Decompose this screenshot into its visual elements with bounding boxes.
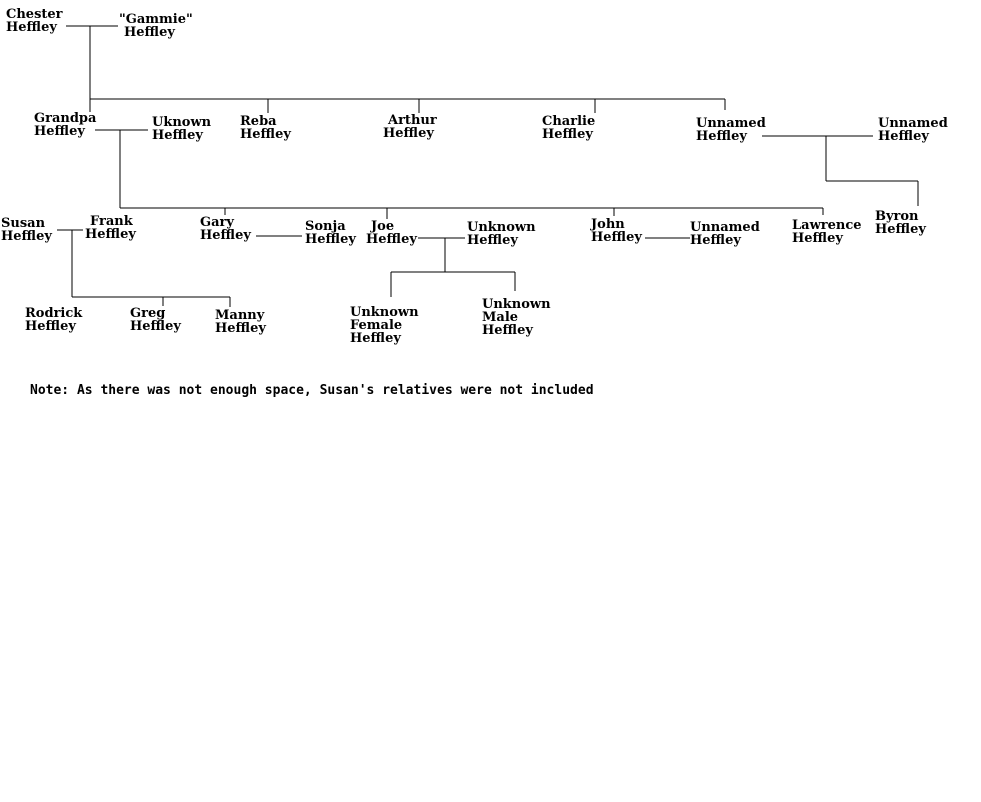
surname: Heffley xyxy=(240,127,291,142)
first-name: Gary xyxy=(200,215,234,230)
first-name: Unknown xyxy=(467,220,536,235)
person-lawrence-heffley: Lawrence Heffley xyxy=(792,219,862,245)
surname: Heffley xyxy=(383,126,434,141)
surname: Heffley xyxy=(130,319,181,334)
surname: Heffley xyxy=(792,231,843,246)
surname: Heffley xyxy=(591,230,642,245)
person-unnamed-heffley-spouse: Unnamed Heffley xyxy=(878,117,948,143)
first-name: "Gammie" xyxy=(119,12,193,27)
first-name: Greg xyxy=(130,306,166,321)
person-frank-heffley: Frank Heffley xyxy=(85,215,136,241)
person-unnamed-heffley-sibling: Unnamed Heffley xyxy=(696,117,766,143)
surname: Heffley xyxy=(200,228,251,243)
person-arthur-heffley: Arthur Heffley xyxy=(383,114,437,140)
person-unknown-male-heffley: Unknown Male Heffley xyxy=(482,298,551,337)
surname: Heffley xyxy=(6,20,57,35)
surname: Heffley xyxy=(215,321,266,336)
first-name: Frank xyxy=(90,214,133,229)
first-name: Unnamed xyxy=(690,220,760,235)
surname: Heffley xyxy=(366,232,417,247)
surname: Heffley xyxy=(467,233,518,248)
surname: Heffley xyxy=(878,129,929,144)
first-name: Unknown xyxy=(482,297,551,312)
surname: Heffley xyxy=(124,25,175,40)
first-name: Susan xyxy=(1,216,46,231)
person-gammie-heffley: "Gammie" Heffley xyxy=(119,13,193,39)
first-name: Joe xyxy=(371,219,395,234)
first-name: Chester xyxy=(6,7,63,22)
first-name: Reba xyxy=(240,114,277,129)
first-name: Rodrick xyxy=(25,306,83,321)
surname: Heffley xyxy=(696,129,747,144)
person-unnamed-heffley-john-spouse: Unnamed Heffley xyxy=(690,221,760,247)
first-name: Grandpa xyxy=(34,111,97,126)
surname: Heffley xyxy=(25,319,76,334)
first-name: Manny xyxy=(215,308,265,323)
first-name: Charlie xyxy=(542,114,596,129)
surname: Heffley xyxy=(85,227,136,242)
descriptor: Male xyxy=(482,310,519,325)
surname: Heffley xyxy=(482,323,533,338)
first-name: Arthur xyxy=(388,113,437,128)
first-name: Unknown xyxy=(350,305,419,320)
surname: Heffley xyxy=(34,124,85,139)
person-gary-heffley: Gary Heffley xyxy=(200,216,251,242)
first-name: Byron xyxy=(875,209,919,224)
first-name: John xyxy=(591,217,625,232)
person-john-heffley: John Heffley xyxy=(591,218,642,244)
surname: Heffley xyxy=(1,229,52,244)
first-name: Uknown xyxy=(152,115,212,130)
person-sonja-heffley: Sonja Heffley xyxy=(305,220,356,246)
person-greg-heffley: Greg Heffley xyxy=(130,307,181,333)
person-rodrick-heffley: Rodrick Heffley xyxy=(25,307,82,333)
first-name: Lawrence xyxy=(792,218,862,233)
surname: Heffley xyxy=(875,222,926,237)
surname: Heffley xyxy=(152,128,203,143)
person-joe-heffley: Joe Heffley xyxy=(366,220,417,246)
surname: Heffley xyxy=(350,331,401,346)
first-name: Unnamed xyxy=(696,116,766,131)
person-charlie-heffley: Charlie Heffley xyxy=(542,115,595,141)
surname: Heffley xyxy=(690,233,741,248)
footnote: Note: As there was not enough space, Sus… xyxy=(30,383,594,398)
person-unknown-heffley-joe-spouse: Unknown Heffley xyxy=(467,221,536,247)
person-byron-heffley: Byron Heffley xyxy=(875,210,926,236)
person-manny-heffley: Manny Heffley xyxy=(215,309,266,335)
person-chester-heffley: Chester Heffley xyxy=(6,8,63,34)
person-susan-heffley: Susan Heffley xyxy=(1,217,52,243)
person-uknown-heffley: Uknown Heffley xyxy=(152,116,211,142)
first-name: Sonja xyxy=(305,219,346,234)
first-name: Unnamed xyxy=(878,116,948,131)
surname: Heffley xyxy=(542,127,593,142)
person-reba-heffley: Reba Heffley xyxy=(240,115,291,141)
person-grandpa-heffley: Grandpa Heffley xyxy=(34,112,96,138)
person-unknown-female-heffley: Unknown Female Heffley xyxy=(350,306,419,345)
surname: Heffley xyxy=(305,232,356,247)
descriptor: Female xyxy=(350,318,403,333)
